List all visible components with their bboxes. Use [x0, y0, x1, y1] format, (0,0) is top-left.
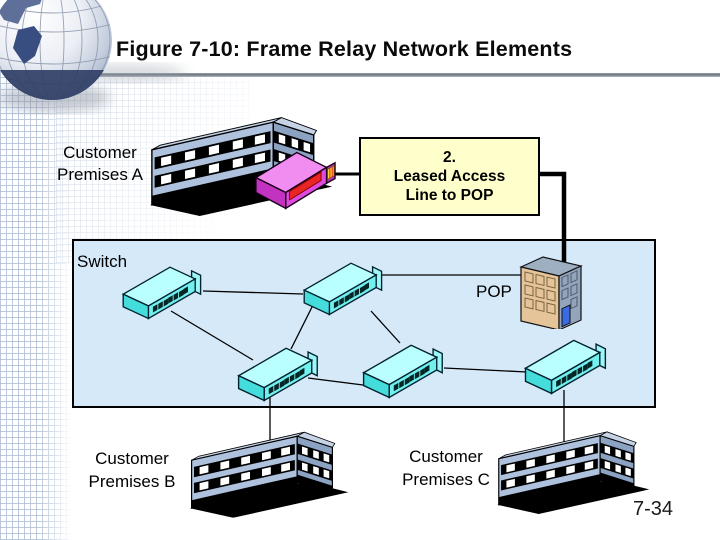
pop-building-icon	[519, 251, 583, 329]
switch-label: Switch	[77, 252, 128, 271]
callout-line2: Line to POP	[405, 187, 494, 204]
office-building-icon-customer-b	[190, 428, 350, 518]
switch-device-icon-5	[518, 333, 611, 398]
office-building-icon-customer-c	[497, 428, 651, 514]
title-divider	[94, 73, 720, 77]
leased-line-right-segment	[537, 171, 567, 262]
pop-label: POP	[476, 282, 512, 301]
switch-device-icon-3	[231, 341, 323, 405]
customer-premises-a-label: Customer Premises A	[57, 143, 143, 184]
leased-access-callout: 2. Leased Access Line to POP	[359, 137, 540, 216]
callout-line1: Leased Access	[393, 168, 506, 185]
slide-title: Figure 7-10: Frame Relay Network Element…	[116, 37, 573, 61]
access-device-icon	[252, 146, 338, 213]
globe-icon	[0, 0, 186, 112]
customer-premises-b-label: Customer Premises B	[88, 449, 176, 491]
switch-device-icon-4	[356, 338, 448, 402]
customer-premises-c-label: Customer Premises C	[402, 447, 490, 489]
switch-device-icon-1	[116, 260, 206, 323]
page-number: 7-34	[633, 498, 674, 520]
switch-device-icon-2	[297, 256, 387, 319]
callout-step: 2.	[443, 149, 456, 166]
